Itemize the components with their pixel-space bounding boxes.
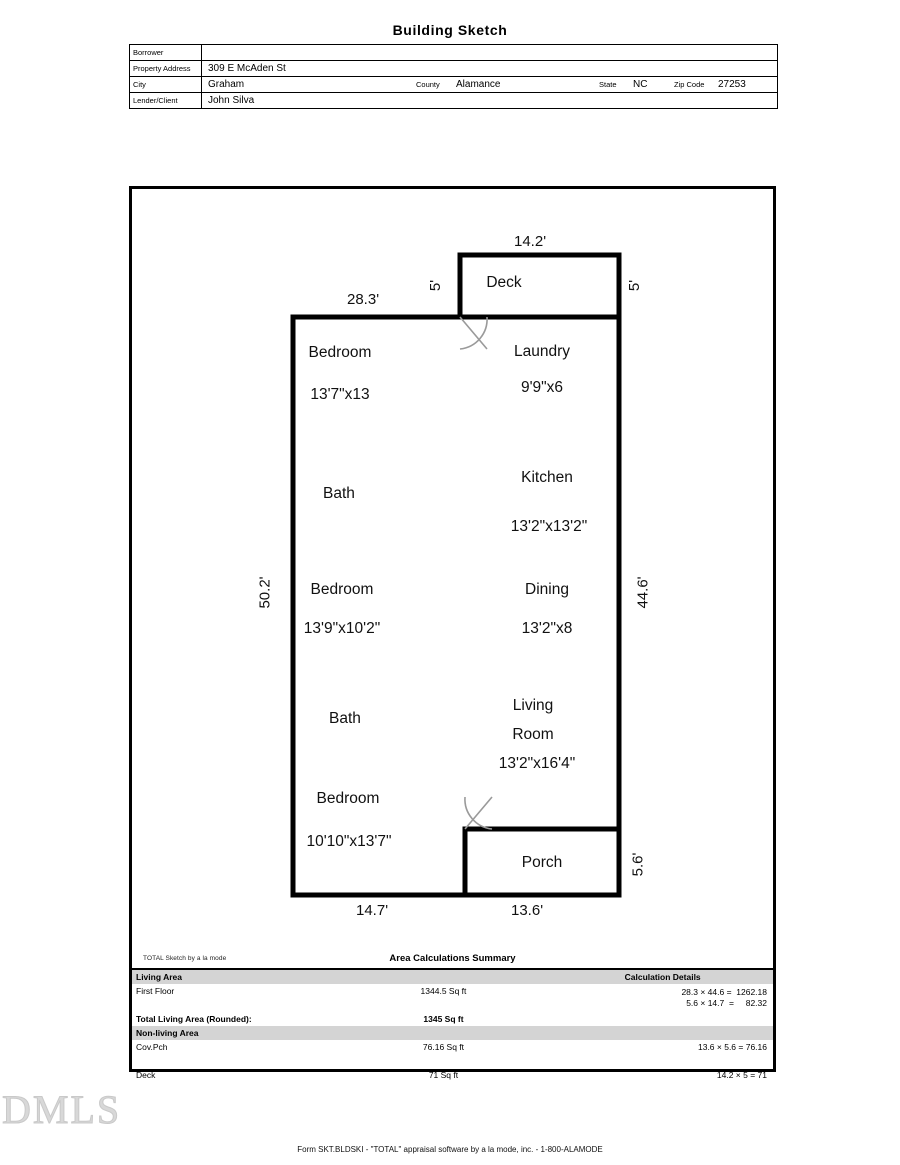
nonliving-det-spacer [619,1026,773,1040]
living-area-amount-spacer [335,969,549,984]
dimension-bottom-left: 14.7' [356,902,389,919]
floor-plan-drawing: Deck Bedroom 13'7"x13 Laundry 9'9"x6 Bat… [132,189,779,949]
first-floor-detail-1: 28.3 × 44.6 = 1262.18 [681,986,767,997]
room-label-laundry: Laundry [513,343,570,360]
room-label-bedroom-3: Bedroom [316,790,380,807]
borrower-value [201,44,778,61]
door-swing-deck-icon [459,316,488,350]
table-row-cov-pch: Cov.Pch 76.16 Sq ft 13.6 × 5.6 = 76.16 [132,1040,773,1054]
nonliving-mid-spacer [548,1026,618,1040]
lender-client-value: John Silva [201,92,778,109]
deck-outline [457,252,622,320]
dimension-deck-top: 14.2' [514,233,547,250]
table-row-nonliving-header: Non-living Area [132,1026,773,1040]
state-value: NC [627,76,671,93]
zip-code-value: 27253 [712,76,778,93]
room-size-bedroom-1: 13'7"x13 [310,386,370,403]
room-size-kitchen: 13'2"x13'2" [510,518,588,535]
door-swing-porch-icon [464,796,493,830]
table-row-first-floor: First Floor 1344.5 Sq ft 28.3 × 44.6 = 1… [132,984,773,1008]
room-size-living-room: 13'2"x16'4" [498,755,576,772]
table-row-city-county-state-zip: City Graham County Alamance State NC Zip… [129,76,778,93]
room-label-bedroom-2: Bedroom [310,581,374,598]
cov-pch-spacer [548,1040,618,1054]
cov-pch-amount: 76.16 Sq ft [422,1041,465,1052]
room-label-living: Living [512,697,554,714]
dimension-left-side: 50.2' [256,576,274,609]
floor-plan-svg [290,252,622,898]
spacer-cell-5 [335,1054,549,1068]
first-floor-amount: 1344.5 Sq ft [420,985,467,996]
total-living-area-amount: 1345 Sq ft [423,1013,464,1024]
deck-detail: 14.2 × 5 = 71 [716,1069,767,1080]
table-row-living-area-header: Living Area Calculation Details [132,969,773,984]
page-title: Building Sketch [392,22,508,38]
sketch-frame: Deck Bedroom 13'7"x13 Laundry 9'9"x6 Bat… [129,186,779,1079]
nonliving-amount-spacer [335,1026,549,1040]
city-value: Graham [201,76,413,93]
room-label-living-room-line2: Room [512,726,554,743]
property-address-value: 309 E McAden St [201,60,778,77]
cov-pch-name: Cov.Pch [136,1041,168,1052]
spacer-cell-1 [132,998,335,1012]
total-detail-empty [619,1012,773,1026]
first-floor-name: First Floor [136,985,175,996]
room-size-bedroom-3: 10'10"x13'7" [306,833,392,850]
room-label-bath-2: Bath [329,710,361,727]
county-value: Alamance [450,76,596,93]
lender-client-label: Lender/Client [129,92,202,109]
room-label-deck: Deck [486,274,522,291]
room-size-laundry: 9'9"x6 [520,379,564,396]
cov-pch-detail: 13.6 × 5.6 = 76.16 [697,1041,767,1052]
borrower-label: Borrower [129,44,202,61]
total-living-area-label: Total Living Area (Rounded): [136,1013,252,1024]
table-row-property-address: Property Address 309 E McAden St [129,60,778,77]
room-label-dining: Dining [525,581,569,598]
living-area-header: Living Area [136,971,182,982]
spacer-cell-2 [335,998,549,1012]
first-floor-calc-details: 28.3 × 44.6 = 1262.18 5.6 × 14.7 = 82.32 [619,984,773,1012]
dimension-bottom-right: 13.6' [511,902,544,919]
table-row-borrower: Borrower [129,44,778,61]
room-size-dining: 13'2"x8 [521,620,573,637]
property-header-table: Borrower Property Address 309 E McAden S… [129,44,778,109]
room-label-bedroom-1: Bedroom [308,344,372,361]
total-spacer [548,1012,618,1026]
property-address-label: Property Address [129,60,202,77]
table-row-lender-client: Lender/Client John Silva [129,92,778,109]
city-label: City [129,76,202,93]
dimension-top-left: 28.3' [347,291,380,308]
dmls-watermark: DMLS [1,1087,122,1133]
table-row-deck: Deck 71 Sq ft 14.2 × 5 = 71 [132,1068,773,1082]
table-row-spacer-2 [132,1054,773,1068]
first-floor-detail-2: 5.6 × 14.7 = 82.32 [686,998,767,1008]
spacer-cell-6 [548,1054,618,1068]
deck-amount: 71 Sq ft [428,1069,459,1080]
area-calculations-title: Area Calculations Summary [389,953,516,964]
deck-spacer [548,1068,618,1082]
calculation-details-header: Calculation Details [624,971,701,982]
room-size-bedroom-2: 13'9"x10'2" [303,620,381,637]
state-label: State [596,76,627,93]
room-label-porch: Porch [521,854,563,871]
dimension-right-side: 44.6' [634,576,652,609]
sketch-credit: TOTAL Sketch by a la mode [143,955,227,962]
spacer-cell-3 [548,998,618,1012]
dimension-deck-left: 5' [427,279,445,292]
county-label: County [413,76,450,93]
area-calculations-table: Living Area Calculation Details First Fl… [132,968,773,1082]
first-floor-spacer [548,984,618,998]
deck-name: Deck [136,1069,156,1080]
dimension-deck-right: 5' [626,279,644,292]
table-row-total-living-area: Total Living Area (Rounded): 1345 Sq ft [132,1012,773,1026]
room-label-bath-1: Bath [323,485,355,502]
zip-code-label: Zip Code [671,76,712,93]
room-label-kitchen: Kitchen [521,469,573,486]
form-footer: Form SKT.BLDSKI - "TOTAL" appraisal soft… [297,1145,603,1154]
dimension-porch-right: 5.6' [629,852,647,877]
spacer-cell-7 [619,1054,773,1068]
spacer-cell-4 [132,1054,335,1068]
nonliving-area-header: Non-living Area [136,1027,199,1038]
porch-outline [462,826,622,898]
